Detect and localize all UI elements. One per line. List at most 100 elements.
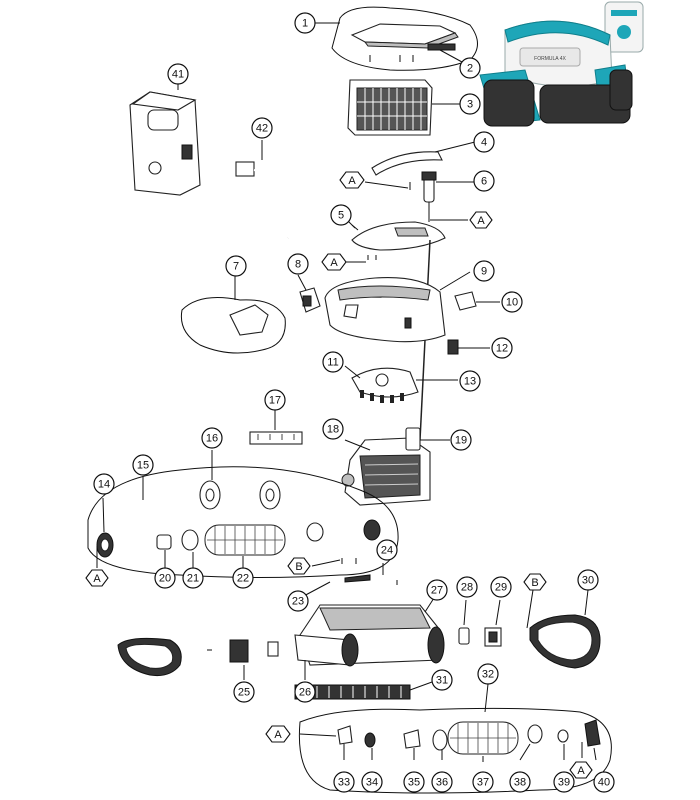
callout-circle [403, 771, 425, 793]
callout-circle [333, 771, 355, 793]
callout-circle [553, 771, 575, 793]
part-32-brush-group [298, 683, 612, 794]
callout-number: 14 [98, 479, 110, 491]
callout-number: 31 [436, 675, 448, 687]
part-10-connector [454, 291, 500, 311]
callout-number: 29 [495, 582, 507, 594]
callout-number: 26 [299, 687, 311, 699]
callout-37: 37 [472, 771, 494, 793]
ref-a-label: A [348, 175, 356, 187]
callout-32: 32 [477, 663, 499, 685]
callout-circle [201, 427, 223, 449]
callout-33: 33 [333, 771, 355, 793]
callout-17: 17 [264, 389, 286, 411]
callout-number: 40 [598, 777, 610, 789]
callout-circle [225, 255, 247, 277]
callout-35: 35 [403, 771, 425, 793]
part-21-cap [181, 529, 199, 568]
callout-25: 25 [233, 681, 255, 703]
callout-number: 10 [506, 297, 518, 309]
part-25-block [207, 639, 279, 680]
ref-a-hex-5: A [265, 725, 291, 743]
callout-11: 11 [322, 351, 344, 373]
callout-number: 42 [256, 123, 268, 135]
callout-number: 16 [206, 433, 218, 445]
callout-circle [376, 539, 398, 561]
callout-number: 1 [302, 18, 308, 30]
callout-number: 9 [481, 266, 487, 278]
callout-number: 32 [482, 669, 494, 681]
callout-3: 3 [459, 93, 481, 115]
callout-number: 22 [237, 573, 249, 585]
callout-circle [509, 771, 531, 793]
callout-circle [477, 663, 499, 685]
part-23-24-area [299, 558, 398, 599]
part-12-pin [447, 339, 490, 355]
ref-a-hex-2: A [469, 211, 493, 229]
callout-number: 20 [159, 573, 171, 585]
callout-circle [233, 681, 255, 703]
callout-14: 14 [93, 473, 115, 495]
callout-13: 13 [459, 370, 481, 392]
callout-number: 8 [295, 259, 301, 271]
callout-circle [426, 579, 448, 601]
callout-circle [473, 131, 495, 153]
callout-circle [577, 569, 599, 591]
callout-circle [459, 57, 481, 79]
callout-24: 24 [376, 539, 398, 561]
ref-b-label: B [531, 577, 538, 589]
callout-26: 26 [294, 681, 316, 703]
part-18-motor-block [341, 437, 431, 506]
callout-number: 33 [338, 777, 350, 789]
callout-16: 16 [201, 427, 223, 449]
callout-number: 28 [461, 582, 473, 594]
ref-a-hex-3: A [321, 253, 347, 271]
part-29-bracket [484, 599, 502, 647]
callout-number: 6 [481, 176, 487, 188]
callout-circle [361, 771, 383, 793]
callout-number: 7 [233, 261, 239, 273]
callout-number: 4 [481, 137, 487, 149]
callout-circle [322, 351, 344, 373]
callout-5: 5 [330, 204, 352, 226]
callout-number: 24 [381, 545, 393, 557]
callout-circle [473, 260, 495, 282]
callout-circle [232, 567, 254, 589]
callout-number: 25 [238, 687, 250, 699]
callout-circle [431, 771, 453, 793]
callout-circle [593, 771, 615, 793]
callout-circle [491, 337, 513, 359]
callout-circle [322, 418, 344, 440]
ref-a-hex-4: A [85, 569, 109, 587]
callout-22: 22 [232, 567, 254, 589]
part-6-swivel [364, 171, 475, 222]
ref-b-label: B [295, 561, 302, 573]
callout-number: 39 [558, 777, 570, 789]
callout-number: 41 [172, 69, 184, 81]
part-8-clip [297, 274, 321, 313]
callout-circle [459, 93, 481, 115]
callout-15: 15 [132, 454, 154, 476]
part-4-handle [371, 141, 476, 176]
callout-circle [182, 567, 204, 589]
callout-number: 27 [431, 585, 443, 597]
callout-circle [132, 454, 154, 476]
part-31-brush-strip [294, 681, 433, 700]
part-15-drive-group [87, 466, 399, 578]
callout-number: 13 [464, 376, 476, 388]
ref-b-hex-1: B [287, 557, 311, 575]
robot-brand-text: FORMULA 4X [534, 56, 566, 62]
callout-18: 18 [322, 418, 344, 440]
part-3-filter-basket [347, 79, 462, 136]
bottom-group-parts [299, 719, 601, 762]
callout-number: 2 [467, 63, 473, 75]
callout-20: 20 [154, 567, 176, 589]
callout-circle [154, 567, 176, 589]
callout-circle [294, 681, 316, 703]
callout-number: 18 [327, 424, 339, 436]
callout-number: 38 [514, 777, 526, 789]
callout-circle [501, 291, 523, 313]
callout-41: 41 [167, 63, 189, 85]
part-9-body-shell [324, 271, 471, 343]
